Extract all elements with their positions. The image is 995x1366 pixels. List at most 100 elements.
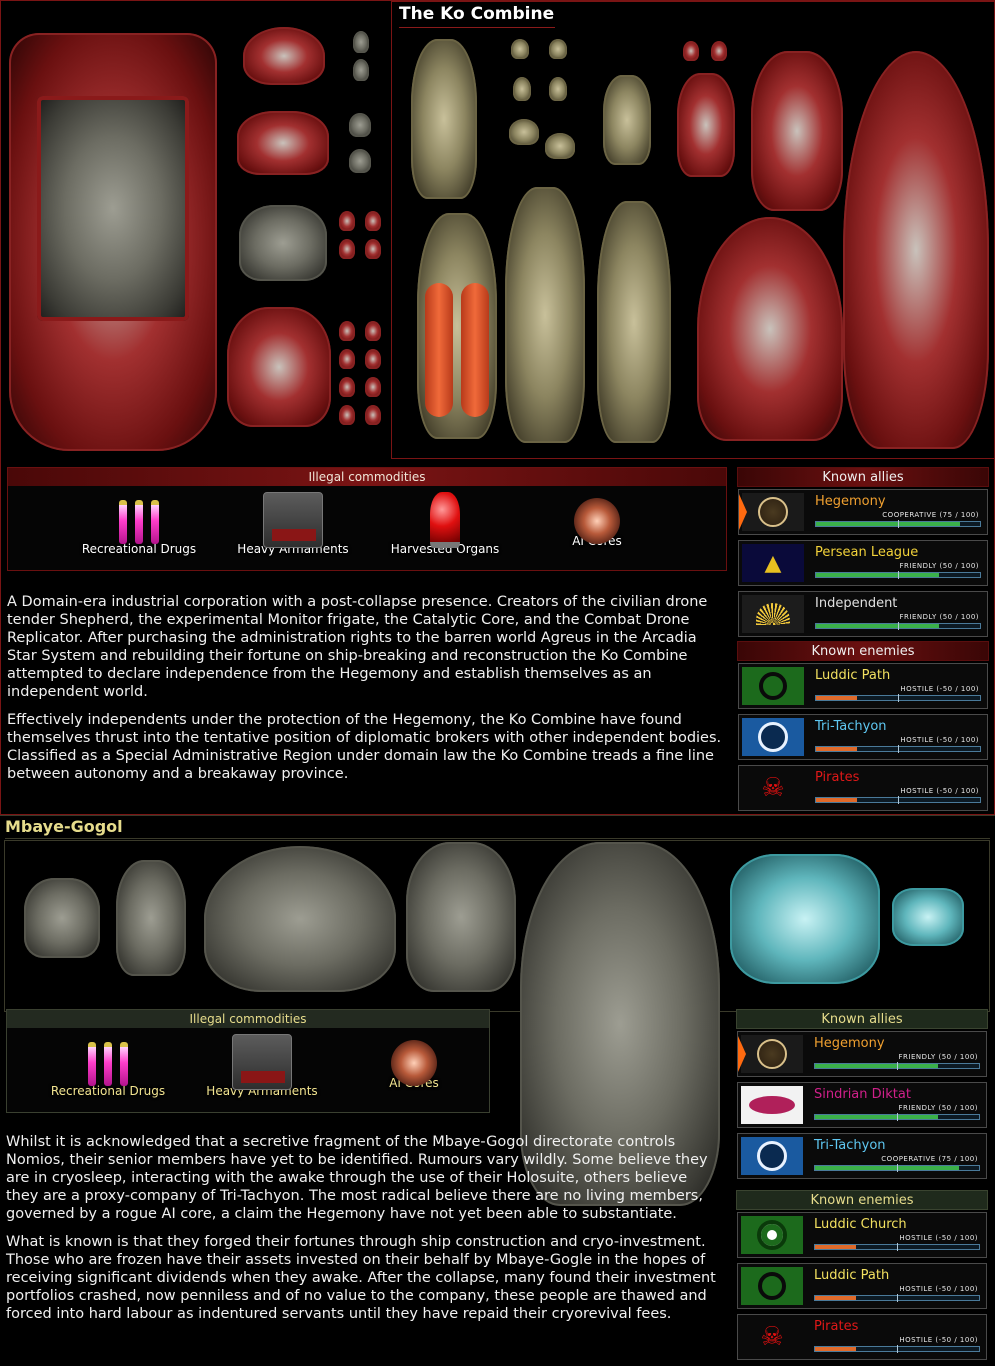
faction-name: Pirates [814, 1319, 859, 1334]
drone-sprite [545, 133, 575, 159]
allies-header: Known allies [736, 1009, 988, 1029]
station-sprite [730, 854, 880, 984]
commodity-label: Recreational Drugs [81, 542, 197, 556]
relation-bar [814, 1243, 980, 1251]
relation-status: FRIENDLY (50 / 100) [899, 562, 979, 570]
ship-sprite [406, 842, 516, 992]
drone-sprite [365, 239, 381, 259]
relation-status: HOSTILE (-50 / 100) [900, 787, 979, 795]
description-paragraph: A Domain-era industrial corporation with… [7, 594, 708, 700]
relation-status: FRIENDLY (50 / 100) [899, 613, 979, 621]
capital-ship-sprite [843, 51, 989, 449]
relation-status: COOPERATIVE (75 / 100) [882, 511, 979, 519]
title-underline [399, 27, 555, 28]
relation-bar [815, 571, 981, 579]
enemies-header: Known enemies [736, 1190, 988, 1210]
relation-bar [815, 796, 981, 804]
relation-bar [814, 1294, 980, 1302]
luddic-path-icon [741, 1267, 803, 1305]
relation-status: HOSTILE (-50 / 100) [900, 685, 979, 693]
relation-bar [815, 745, 981, 753]
drone-sprite [353, 31, 369, 53]
commodity-item[interactable]: Recreational Drugs [33, 1034, 183, 1098]
hegemony-icon [741, 1035, 803, 1073]
ship-sprite [411, 39, 477, 199]
drone-sprite [339, 405, 355, 425]
faction-title: The Ko Combine [399, 4, 555, 24]
illegal-commodities-panel: Illegal commodities Recreational Drugs H… [6, 1009, 490, 1113]
relation-bar-midline [897, 1062, 898, 1070]
faction-name: Luddic Church [814, 1217, 907, 1232]
commodity-item[interactable]: Heavy Armaments [218, 492, 368, 556]
faction-title: Mbaye-Gogol [5, 817, 123, 836]
commodity-item[interactable]: Harvested Organs [370, 492, 520, 556]
ship-sprite [243, 27, 325, 85]
faction-name: Independent [815, 596, 898, 611]
hegemony-icon [742, 493, 804, 531]
commodity-item[interactable]: AI Cores [522, 498, 672, 548]
persean-league-icon: ▲ [742, 544, 804, 582]
fuel-pod [425, 283, 453, 417]
faction-name: Tri-Tachyon [814, 1138, 886, 1153]
faction-name: Pirates [815, 770, 860, 785]
drone-sprite [711, 41, 727, 61]
mg-fleet-panel [4, 840, 990, 1012]
faction-name: Hegemony [815, 494, 886, 509]
relation-bar [815, 694, 981, 702]
ship-sprite [116, 860, 186, 976]
relation-bar-fill [815, 1347, 856, 1351]
drone-sprite [683, 41, 699, 61]
drone-sprite [513, 77, 531, 101]
commodity-item[interactable]: Heavy Armaments [187, 1034, 337, 1098]
relation-status: HOSTILE (-50 / 100) [899, 1285, 978, 1293]
ship-sprite [24, 878, 100, 958]
relation-bar-fill [815, 1166, 959, 1170]
drone-sprite [339, 349, 355, 369]
drugs-icon [109, 492, 169, 548]
commodities-header: Illegal commodities [8, 468, 726, 486]
relation-status: FRIENDLY (50 / 100) [898, 1053, 978, 1061]
drone-sprite [365, 349, 381, 369]
commodities-header: Illegal commodities [7, 1010, 489, 1028]
drone-sprite [365, 211, 381, 231]
description-paragraph: What is known is that they forged their … [6, 1234, 716, 1322]
drone-sprite [549, 77, 567, 101]
relation-bar-fill [816, 522, 960, 526]
drone-sprite [339, 377, 355, 397]
drone-sprite [353, 59, 369, 81]
relation-bar-fill [815, 1296, 856, 1300]
armaments-icon [263, 492, 323, 548]
commodity-item[interactable]: AI Cores [339, 1040, 489, 1090]
tri-tachyon-icon [741, 1137, 803, 1175]
relation-bar-midline [897, 1243, 898, 1251]
tri-tachyon-icon [742, 718, 804, 756]
ship-sprite [697, 217, 843, 441]
ship-sprite [237, 111, 329, 175]
faction-description: A Domain-era industrial corporation with… [7, 593, 727, 793]
commodity-label: Recreational Drugs [50, 1084, 166, 1098]
luddic-path-icon [742, 667, 804, 705]
enemies-header: Known enemies [737, 641, 989, 661]
faction-name: Sindrian Diktat [814, 1087, 911, 1102]
relation-bar-fill [816, 747, 857, 751]
relation-bar-midline [898, 796, 899, 804]
fuel-pod [461, 283, 489, 417]
relation-bar-fill [816, 624, 939, 628]
illegal-commodities-panel: Illegal commodities Recreational Drugs H… [7, 467, 727, 571]
relation-status: HOSTILE (-50 / 100) [900, 736, 979, 744]
ship-sprite [597, 201, 671, 443]
ship-sprite [677, 73, 735, 177]
commodity-item[interactable]: Recreational Drugs [64, 492, 214, 556]
